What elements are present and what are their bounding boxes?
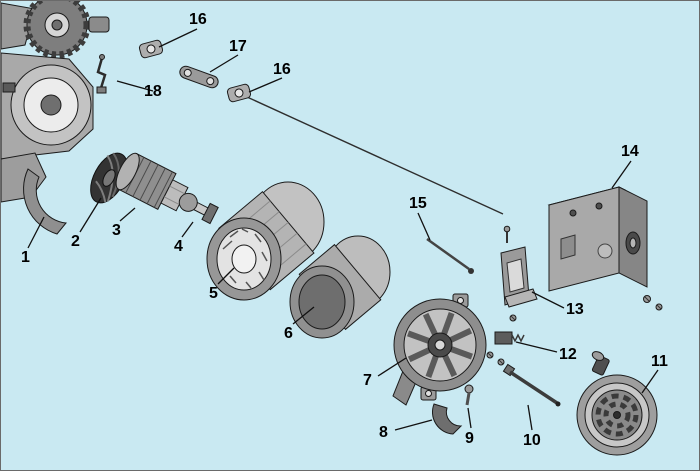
leader-2 (79, 197, 102, 233)
leader-14 (611, 160, 632, 189)
part-18-wire (96, 54, 107, 94)
leader-16-lower (248, 77, 283, 93)
part-9-screw (464, 384, 474, 406)
callout-18: 18 (144, 83, 162, 100)
callout-9: 9 (465, 430, 474, 447)
part-8-curved-shoe (431, 403, 463, 435)
leader-1 (27, 216, 45, 249)
part-15-rod (426, 237, 474, 274)
part-13-bracket (500, 225, 538, 322)
leader-6 (292, 306, 315, 325)
callout-5: 5 (209, 285, 218, 302)
callout-3: 3 (112, 222, 121, 239)
leader-7 (377, 357, 407, 377)
assembly-axis-line (246, 96, 504, 215)
part-1-curved-plate (23, 168, 67, 235)
callout-11: 11 (651, 353, 668, 370)
callout-10: 10 (523, 432, 541, 449)
callout-12: 12 (559, 346, 577, 363)
part-12-brush-block (486, 331, 525, 366)
part-7-end-bracket (392, 293, 487, 406)
callout-15: 15 (409, 195, 427, 212)
callout-1: 1 (21, 249, 30, 266)
callout-8: 8 (379, 424, 388, 441)
part-16-clip-lower (226, 83, 252, 103)
leader-18 (116, 80, 154, 92)
leader-lines (27, 28, 659, 431)
leader-16-upper (158, 28, 198, 48)
callout-6: 6 (284, 325, 293, 342)
part-16-clip-upper (138, 39, 164, 59)
leader-9 (467, 407, 472, 429)
callout-13: 13 (566, 301, 584, 318)
callout-7: 7 (363, 372, 372, 389)
leader-8 (394, 419, 433, 431)
part-10-rod (502, 363, 561, 407)
leader-5 (217, 267, 235, 285)
part-14-box (547, 186, 663, 311)
callout-16-upper: 16 (189, 11, 207, 28)
part-2-fan (90, 152, 128, 204)
leader-3 (119, 207, 136, 222)
part-6-sleeve (289, 235, 391, 339)
leader-15 (417, 212, 431, 241)
callout-14: 14 (621, 143, 639, 160)
leader-13 (531, 291, 565, 309)
leader-4 (181, 221, 194, 238)
callout-4: 4 (174, 238, 183, 255)
gearbox-housing (1, 1, 110, 203)
part-3-4-armature (115, 152, 219, 225)
part-5-stator (206, 181, 325, 301)
part-17-link (179, 65, 219, 89)
leader-10 (527, 404, 533, 431)
callout-17: 17 (229, 38, 247, 55)
leader-17 (209, 54, 239, 73)
leader-12 (515, 341, 558, 353)
leader-11 (641, 369, 659, 394)
part-11-end-cap (576, 351, 658, 456)
callout-2: 2 (71, 233, 80, 250)
callout-16-lower: 16 (273, 61, 291, 78)
